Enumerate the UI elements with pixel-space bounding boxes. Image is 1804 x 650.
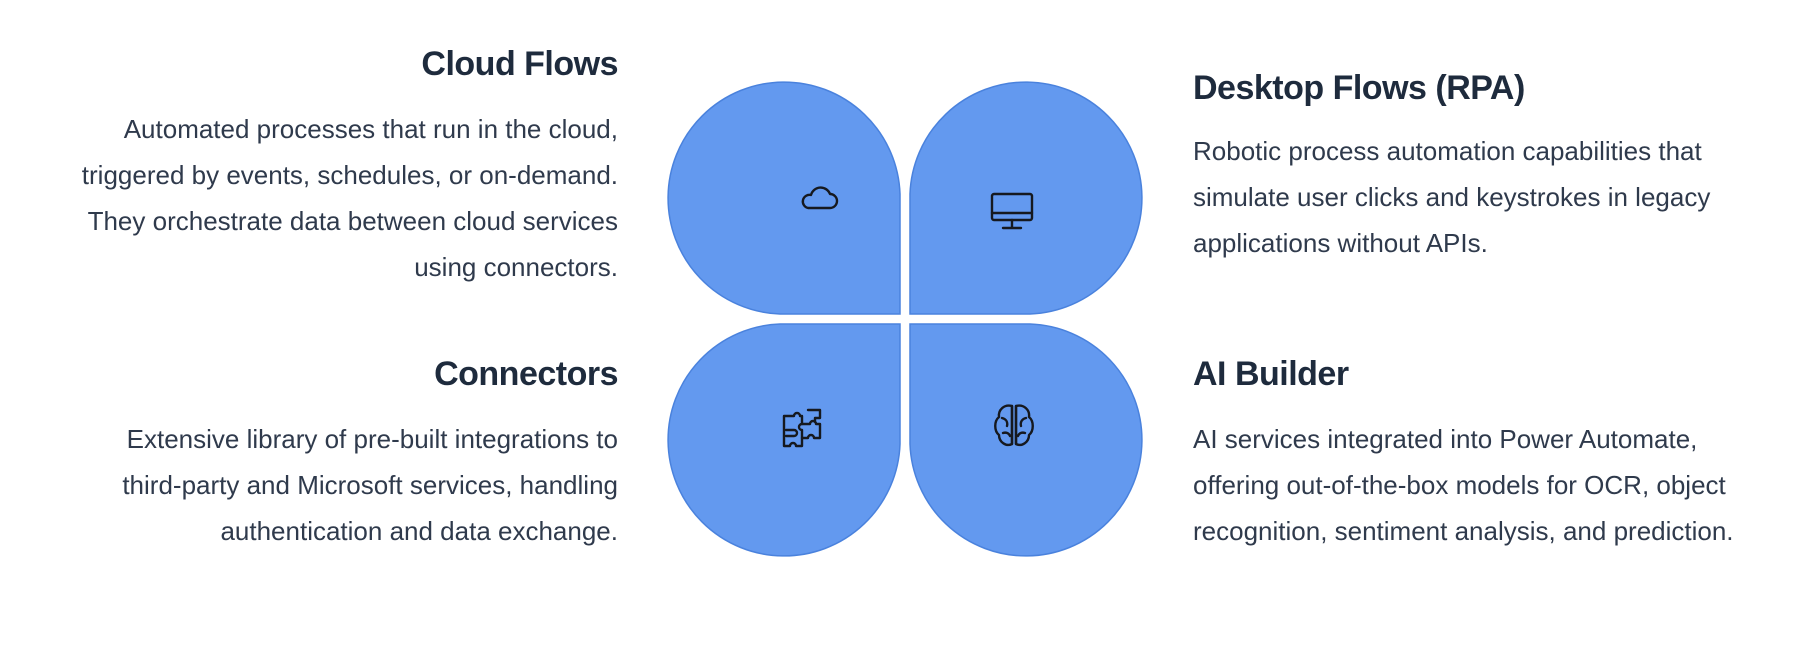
desktop-flows-block: Desktop Flows (RPA) Robotic process auto… [1193,68,1753,266]
connectors-title: Connectors [434,355,618,393]
cloud-flows-title: Cloud Flows [421,45,618,83]
ai-builder-block: AI Builder AI services integrated into P… [1193,354,1753,554]
connectors-petal [667,323,901,557]
ai-builder-title: AI Builder [1193,355,1349,393]
ai-builder-petal [909,323,1143,557]
desktop-flows-title: Desktop Flows (RPA) [1193,69,1525,107]
monitor-icon [990,192,1034,230]
connectors-description: Extensive library of pre-built integrati… [122,424,618,546]
cloud-flows-block: Cloud Flows Automated processes that run… [72,44,619,290]
puzzle-icon [782,408,822,448]
cloud-icon [801,186,839,210]
cloud-petal [667,81,901,315]
desktop-petal [909,81,1143,315]
brain-icon [994,404,1034,447]
ai-builder-description: AI services integrated into Power Automa… [1193,424,1734,546]
connectors-block: Connectors Extensive library of pre-buil… [72,354,618,554]
four-petal-diagram [667,81,1143,557]
desktop-flows-description: Robotic process automation capabilities … [1193,136,1711,258]
cloud-flows-description: Automated processes that run in the clou… [81,114,618,282]
